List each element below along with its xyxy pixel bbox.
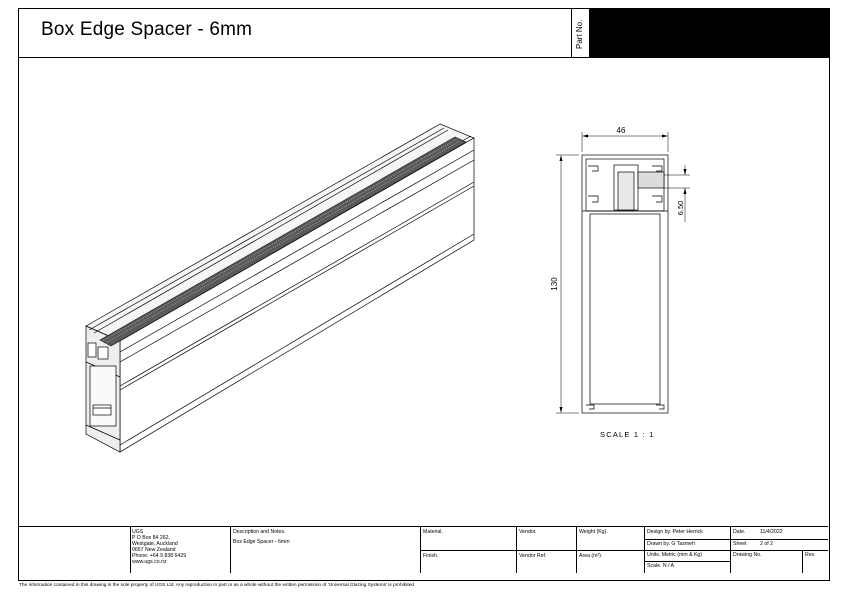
area-label: Area (m²). [579,553,603,559]
scale: Scale. N / A [647,563,675,569]
weight-label: Weight (Kg). [579,529,608,535]
material-label: Material. [423,529,443,535]
title-block: UGS P O Box 84 262, Westgate, Auckland 0… [18,526,828,573]
company-phone: Phone: +64 9 838 6429 [132,553,187,559]
drawn-by: Drawn by. G Tasmeh [647,541,695,547]
company-name: UGS [132,529,144,535]
vendor-label: Vendor. [519,529,537,535]
drawing-frame: Box Edge Spacer - 6mm Part No. [18,8,830,581]
finish-label: Finish. [423,553,439,559]
section-view [556,132,690,414]
company-address-line: Westgate, Auckland [132,541,178,547]
rev-label: Rev. [805,552,816,558]
design-by: Design by. Peter Herrick [647,529,703,535]
dim-gap-label: 6.50 [676,201,685,216]
company-address-line: P O Box 84 262, [132,535,170,541]
disclaimer: The information contained in this drawin… [19,583,415,588]
sheet-value: 2 of 2 [760,541,773,547]
units: Units. Metric (mm & Kg) [647,552,703,558]
part-no-divider [571,9,572,57]
company-website: www.ugs.co.nz [132,559,167,565]
title-bar: Box Edge Spacer - 6mm Part No. [19,9,829,58]
dim-width-label: 46 [617,126,626,135]
description-value: Box Edge Spacer - 6mm [233,539,290,545]
isometric-view [85,123,475,453]
drawing-no-label: Drawing No. [733,552,762,558]
company-address-line: 0657 New Zealand [132,547,176,553]
dim-height-label: 130 [550,277,559,291]
date-value: 11/4/2022 [760,529,783,535]
description-label: Description and Notes. [233,529,286,535]
part-no-field [589,9,829,57]
scale-label: SCALE 1 : 1 [600,430,655,439]
page-title: Box Edge Spacer - 6mm [41,19,253,40]
sheet-label: Sheet [733,541,747,547]
date-label: Date. [733,529,746,535]
vendor-ref-label: Vendor Ref. [519,553,547,559]
